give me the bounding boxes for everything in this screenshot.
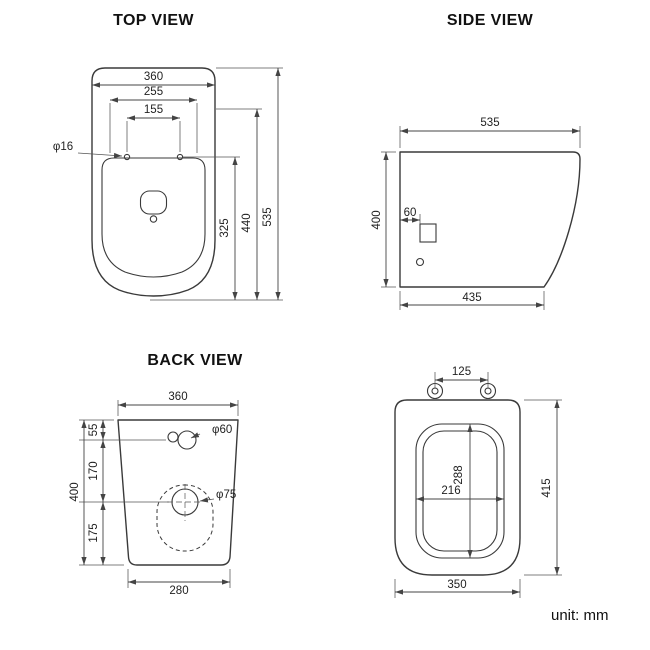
dim-label-seat-opening-width: 216 — [441, 485, 460, 497]
dim-label-back-height: 400 — [69, 482, 81, 501]
dim-label-back-width-top: 360 — [168, 391, 187, 403]
top-view-drawing: 360 255 155 φ16 325 440 535 — [53, 67, 283, 301]
outlet-footprint-dashed — [156, 484, 214, 552]
dim-label-back-width-bottom: 280 — [169, 585, 188, 597]
top-view-title: TOP VIEW — [113, 12, 194, 29]
dim-label-seat-hinge-spacing: 125 — [452, 366, 471, 378]
dim-label-top-hole-diameter: φ16 — [53, 141, 73, 153]
dim-label-side-bracket-offset: 60 — [404, 207, 417, 219]
back-view-dimension-lines — [79, 400, 239, 588]
dim-label-back-inlet-offset: 55 — [88, 424, 100, 437]
flush-outlet-shape — [139, 190, 168, 215]
water-inlet-hole — [177, 430, 197, 450]
dim-label-top-depth-inner: 325 — [219, 218, 231, 237]
dim-label-top-width-mid: 255 — [144, 86, 163, 98]
dim-label-back-inlet-to-outlet: 170 — [88, 461, 100, 480]
dim-label-seat-lid-length: 415 — [541, 478, 553, 497]
unit-label: unit: mm — [551, 607, 609, 624]
side-view-drawing: 535 400 60 435 — [371, 117, 581, 310]
small-drain-hole — [149, 215, 158, 223]
fixing-bracket-detail — [419, 223, 437, 243]
side-fixing-hole — [415, 257, 425, 267]
right-fixing-hole — [176, 153, 184, 161]
seat-opening-outer — [415, 423, 505, 559]
dim-label-back-inlet-diameter: φ60 — [212, 424, 232, 436]
dim-label-top-hole-spacing: 155 — [144, 104, 163, 116]
seat-opening-inner — [422, 430, 498, 552]
seat-view-drawing: 125 288 216 415 350 — [394, 366, 562, 598]
side-view-title: SIDE VIEW — [446, 12, 534, 29]
dim-label-seat-opening-length: 288 — [453, 465, 465, 484]
top-view-dimension-lines — [77, 67, 283, 301]
dim-label-top-width-overall: 360 — [144, 71, 163, 83]
dim-label-side-height: 400 — [371, 210, 383, 229]
left-fixing-hole — [123, 153, 131, 161]
dim-label-back-outlet-diameter: φ75 — [216, 489, 236, 501]
secondary-inlet-hole — [167, 431, 179, 443]
dim-label-seat-lid-width: 350 — [447, 579, 466, 591]
back-view-title: BACK VIEW — [147, 352, 243, 369]
toilet-back-outline — [117, 419, 239, 566]
dim-label-top-depth-overall: 535 — [262, 207, 274, 226]
seat-view-dimension-lines — [394, 372, 562, 598]
toilet-top-outline — [91, 67, 216, 297]
dim-label-back-outlet-to-bottom: 175 — [88, 523, 100, 542]
side-view-dimension-lines — [381, 126, 581, 310]
toilet-side-outline — [399, 151, 581, 288]
dim-label-side-depth-top: 535 — [480, 117, 499, 129]
back-view-drawing: 360 55 170 175 400 φ60 φ75 280 — [69, 391, 239, 597]
dim-label-side-depth-bottom: 435 — [462, 292, 481, 304]
dim-label-top-depth-mid: 440 — [241, 213, 253, 232]
